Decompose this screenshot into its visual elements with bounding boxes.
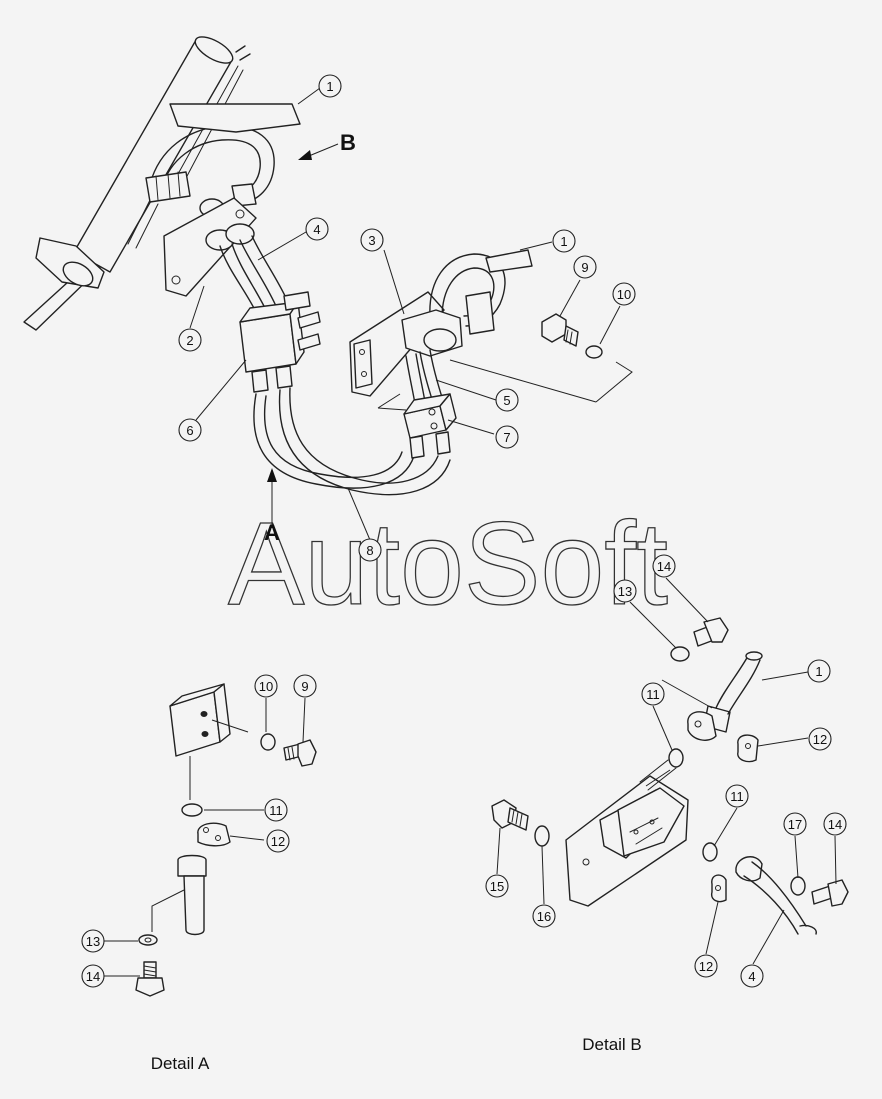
svg-text:4: 4 xyxy=(313,222,320,237)
svg-text:11: 11 xyxy=(646,687,660,702)
svg-text:14: 14 xyxy=(86,969,100,984)
svg-text:14: 14 xyxy=(657,559,671,574)
callout-15: 15 xyxy=(485,874,509,898)
svg-text:7: 7 xyxy=(503,430,510,445)
upper-right-hose-loop xyxy=(401,249,533,357)
callouts-detail-a: 10 9 11 12 13 14 xyxy=(81,674,317,988)
callouts-detail-b: 14 13 1 11 12 11 17 14 15 16 12 4 xyxy=(485,554,847,988)
svg-text:11: 11 xyxy=(730,789,744,804)
svg-text:5: 5 xyxy=(503,393,510,408)
svg-text:12: 12 xyxy=(699,959,713,974)
washer-10 xyxy=(585,345,603,359)
upper-hose-loop xyxy=(145,103,301,218)
callout-11: 11 xyxy=(264,798,288,822)
callout-2: 2 xyxy=(178,328,202,352)
detail-a xyxy=(135,683,317,997)
svg-text:12: 12 xyxy=(813,732,827,747)
callout-12: 12 xyxy=(808,727,832,751)
view-label-b: B xyxy=(340,130,356,155)
svg-text:4: 4 xyxy=(748,969,755,984)
callout-9: 9 xyxy=(293,674,317,698)
svg-text:15: 15 xyxy=(490,879,504,894)
svg-text:10: 10 xyxy=(259,679,273,694)
callout-8: 8 xyxy=(358,538,382,562)
view-label-a: A xyxy=(264,520,280,545)
svg-text:2: 2 xyxy=(186,333,193,348)
svg-text:9: 9 xyxy=(581,260,588,275)
callout-4: 4 xyxy=(305,217,329,241)
callout-10: 10 xyxy=(254,674,278,698)
callout-1: 1 xyxy=(807,659,831,683)
caption-detail-a: Detail A xyxy=(151,1054,210,1073)
callout-14: 14 xyxy=(823,812,847,836)
svg-text:11: 11 xyxy=(269,803,283,818)
callout-6: 6 xyxy=(178,418,202,442)
callout-1: 1 xyxy=(552,229,576,253)
callout-7: 7 xyxy=(495,425,519,449)
hose-8 xyxy=(253,387,451,496)
callout-13: 13 xyxy=(81,929,105,953)
caption-detail-b: Detail B xyxy=(582,1035,642,1054)
svg-text:8: 8 xyxy=(366,543,373,558)
svg-text:1: 1 xyxy=(560,234,567,249)
callout-14: 14 xyxy=(81,964,105,988)
main-assembly xyxy=(23,36,633,496)
callout-9: 9 xyxy=(573,255,597,279)
callout-12: 12 xyxy=(266,829,290,853)
callout-10: 10 xyxy=(612,282,636,306)
svg-text:17: 17 xyxy=(788,817,802,832)
callout-13: 13 xyxy=(613,579,637,603)
block-6 xyxy=(239,291,321,393)
svg-text:13: 13 xyxy=(618,584,632,599)
svg-text:12: 12 xyxy=(271,834,285,849)
callout-5: 5 xyxy=(495,388,519,412)
bracket-2 xyxy=(163,197,257,297)
callout-3: 3 xyxy=(360,228,384,252)
svg-text:10: 10 xyxy=(617,287,631,302)
bolt-9 xyxy=(541,313,579,347)
svg-text:1: 1 xyxy=(815,664,822,679)
callout-1: 1 xyxy=(318,74,342,98)
svg-text:6: 6 xyxy=(186,423,193,438)
svg-text:16: 16 xyxy=(537,909,551,924)
callout-16: 16 xyxy=(532,904,556,928)
callouts-main: 1 2 3 4 1 9 10 5 6 7 8 xyxy=(178,74,636,562)
view-arrow-a: A xyxy=(264,468,280,545)
callout-11: 11 xyxy=(725,784,749,808)
callout-12: 12 xyxy=(694,954,718,978)
view-arrow-b: B xyxy=(298,130,356,160)
callout-11: 11 xyxy=(641,682,665,706)
block-7 xyxy=(403,393,457,459)
svg-text:14: 14 xyxy=(828,817,842,832)
svg-text:9: 9 xyxy=(301,679,308,694)
svg-text:1: 1 xyxy=(326,79,333,94)
cylinder xyxy=(23,36,251,331)
callout-4: 4 xyxy=(740,964,764,988)
watermark: AutoSoft xyxy=(228,498,668,630)
svg-text:13: 13 xyxy=(86,934,100,949)
svg-text:3: 3 xyxy=(368,233,375,248)
callout-17: 17 xyxy=(783,812,807,836)
detail-b xyxy=(491,617,849,935)
callout-14: 14 xyxy=(652,554,676,578)
